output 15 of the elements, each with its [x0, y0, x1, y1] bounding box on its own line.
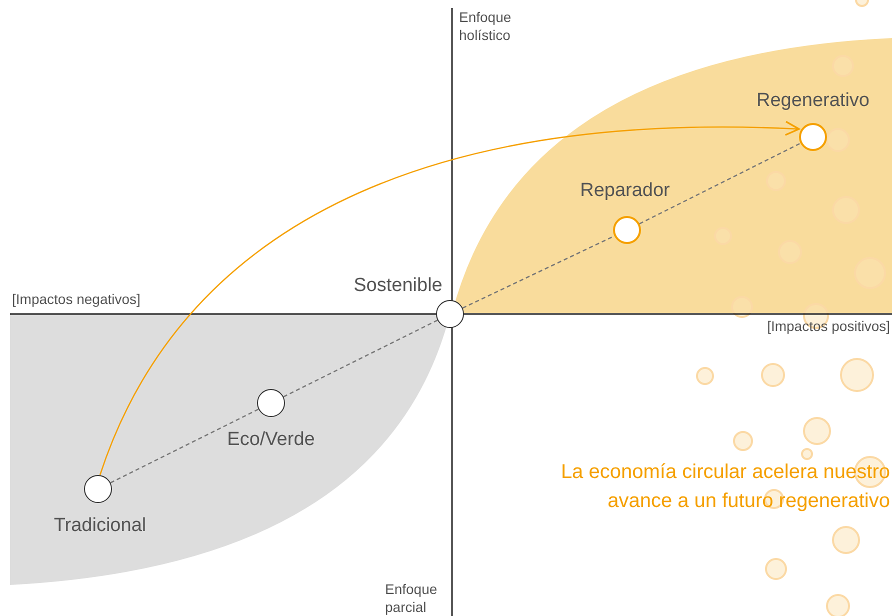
- axis-label: Enfoque holístico: [459, 8, 512, 44]
- point-label: Sostenible: [354, 275, 442, 297]
- connector-line: [639, 142, 801, 224]
- connector-line: [462, 235, 615, 309]
- point-label: Regenerativo: [756, 90, 870, 112]
- axis-label: Enfoque parcial: [385, 580, 438, 616]
- note-text: La economía circular acelera nuestro avance a un futuro regenerativo: [560, 460, 890, 514]
- axis-label: [Impactos positivos]: [766, 317, 890, 335]
- connector-line: [283, 320, 438, 398]
- point-label: Reparador: [580, 180, 670, 202]
- point-label: Eco/Verde: [227, 429, 315, 451]
- axis-label: [Impactos negativos]: [12, 290, 142, 308]
- point-label: Tradicional: [54, 515, 146, 537]
- connector-line: [110, 408, 259, 484]
- curved-arrow: [99, 121, 800, 476]
